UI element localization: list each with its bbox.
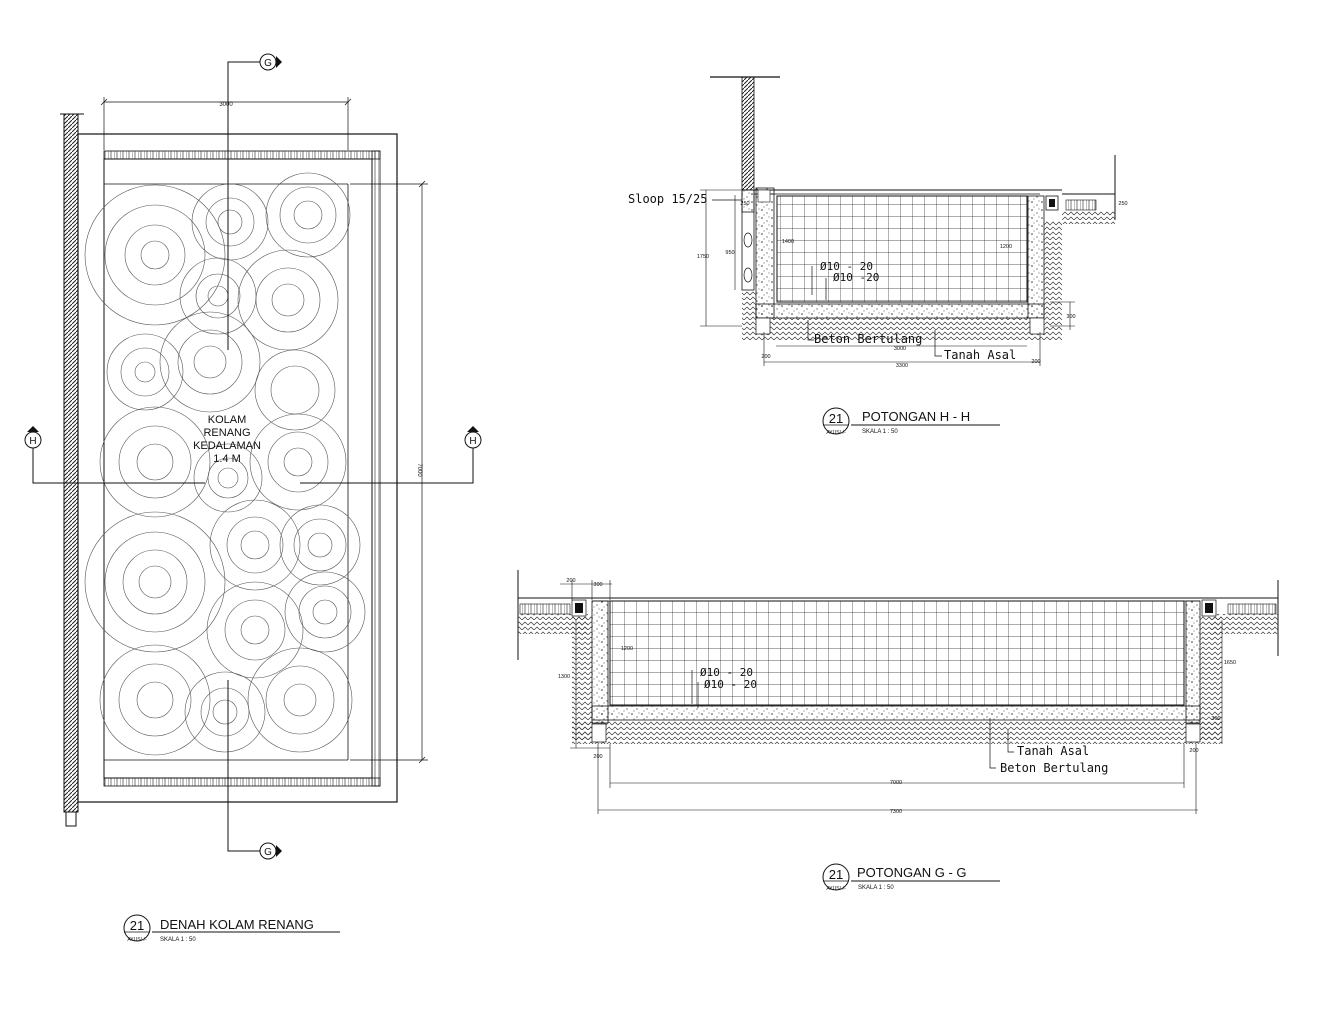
section-g-title-block: 21 AYUS/-/- POTONGAN G - G SKALA 1 : 50: [822, 863, 1000, 892]
section-h-scale: SKALA 1 : 50: [862, 429, 898, 435]
svg-text:G: G: [264, 58, 272, 69]
svg-text:3300: 3300: [896, 363, 908, 369]
marker-g-bottom: G: [259, 842, 282, 860]
section-g-left-wall: [591, 600, 609, 724]
plan-water-area: [103, 158, 373, 779]
section-g-dimensions: [560, 580, 1223, 814]
svg-text:1400: 1400: [782, 239, 794, 245]
section-g-water-grid: [609, 600, 1185, 706]
svg-text:1650: 1650: [1224, 660, 1236, 666]
section-g-title: POTONGAN G - G: [857, 865, 967, 880]
marker-g-top: G: [259, 53, 282, 71]
svg-text:1200: 1200: [621, 646, 633, 652]
svg-text:250: 250: [740, 201, 749, 207]
section-g-rebar-1: Ø10 - 20: [700, 666, 753, 679]
section-h-title-number: 21: [829, 411, 843, 426]
svg-text:7000: 7000: [890, 780, 902, 786]
section-h-sloop-label: Sloop 15/25: [628, 192, 707, 206]
plan-title-block: 21 AYUS/-/- DENAH KOLAM RENANG SKALA 1 :…: [123, 914, 340, 943]
section-g-tanah-label: Tanah Asal: [1017, 744, 1089, 758]
section-g-rebar-2: Ø10 - 20: [704, 678, 757, 691]
plan-label-line-1: KOLAM: [208, 414, 247, 426]
section-h: Sloop 15/25 Ø10 - 20 Ø10 -20 Beton Bertu…: [628, 76, 1128, 436]
plan-wall-end: [65, 811, 77, 827]
plan-label-line-2: RENANG: [203, 427, 250, 439]
svg-text:300: 300: [1066, 314, 1075, 320]
section-line-h: [32, 448, 474, 484]
section-h-earth: [742, 318, 1062, 340]
pool-plan: KOLAM RENANG KEDALAMAN 1.4 M 3000 7000: [24, 53, 482, 943]
svg-text:7300: 7300: [890, 809, 902, 815]
svg-text:200: 200: [593, 754, 602, 760]
plan-outer-frame: [77, 133, 398, 803]
section-g-title-number: 21: [829, 867, 843, 882]
section-h-tanah-label: Tanah Asal: [944, 348, 1016, 362]
section-g-right-wall: [1185, 600, 1201, 724]
svg-text:3000: 3000: [894, 346, 906, 352]
svg-text:1750: 1750: [697, 254, 709, 260]
section-h-rebar-2: Ø10 -20: [833, 271, 879, 284]
section-g-floor-slab: [591, 705, 1201, 721]
section-h-title: POTONGAN H - H: [862, 409, 970, 424]
svg-text:250: 250: [1118, 201, 1127, 207]
section-h-title-block: 21 AYUS/-/- POTONGAN H - H SKALA 1 : 50: [822, 407, 1000, 436]
svg-text:1200: 1200: [1000, 244, 1012, 250]
plan-title: DENAH KOLAM RENANG: [160, 917, 314, 932]
section-h-upper-wall: [741, 76, 755, 191]
plan-width-text: 3000: [219, 102, 233, 108]
plan-length-text: 7000: [416, 463, 422, 477]
plan-title-sub: AYUS/-/-: [127, 937, 147, 943]
marker-h-left: H: [24, 426, 42, 449]
section-line-g: [227, 61, 264, 852]
section-g-earth: [572, 720, 1222, 744]
svg-text:G: G: [264, 847, 272, 858]
plan-title-number: 21: [130, 918, 144, 933]
section-h-right-wall: [1027, 195, 1045, 319]
plan-coping-top: [103, 150, 381, 160]
plan-coping-bottom: [103, 777, 381, 787]
section-h-title-sub: AYUS/-/-: [826, 430, 846, 436]
plan-label-line-3: KEDALAMAN: [193, 440, 261, 452]
section-h-dimensions: [700, 189, 1075, 366]
plan-left-wall: [63, 113, 79, 813]
section-g: Ø10 - 20 Ø10 - 20 Tanah Asal Beton Bertu…: [517, 570, 1279, 892]
svg-text:200: 200: [1031, 359, 1040, 365]
section-h-beton-label: Beton Bertulang: [814, 332, 922, 346]
section-h-floor-slab: [755, 303, 1045, 319]
plan-length-dimension: [350, 180, 428, 764]
section-h-left-wall: [755, 187, 775, 319]
plan-scale: SKALA 1 : 50: [160, 937, 196, 943]
svg-text:300: 300: [593, 582, 602, 588]
section-g-title-sub: AYUS/-/-: [826, 886, 846, 892]
section-h-rebar-1: Ø10 - 20: [820, 260, 873, 273]
plan-circle-pattern: [84, 172, 366, 756]
svg-text:200: 200: [761, 354, 770, 360]
svg-text:300: 300: [1211, 716, 1220, 722]
svg-text:950: 950: [725, 250, 734, 256]
section-g-beton-label: Beton Bertulang: [1000, 761, 1108, 775]
svg-text:200: 200: [566, 578, 575, 584]
svg-text:200: 200: [1189, 748, 1198, 754]
svg-text:1300: 1300: [558, 674, 570, 680]
plan-coping-right: [371, 150, 381, 787]
section-h-water-grid: [776, 195, 1028, 303]
plan-label-line-4: 1.4 M: [213, 453, 241, 465]
marker-h-right: H: [464, 426, 482, 449]
svg-text:H: H: [469, 436, 476, 447]
section-g-scale: SKALA 1 : 50: [858, 885, 894, 891]
plan-width-dimension: [100, 97, 352, 150]
svg-text:H: H: [29, 436, 36, 447]
